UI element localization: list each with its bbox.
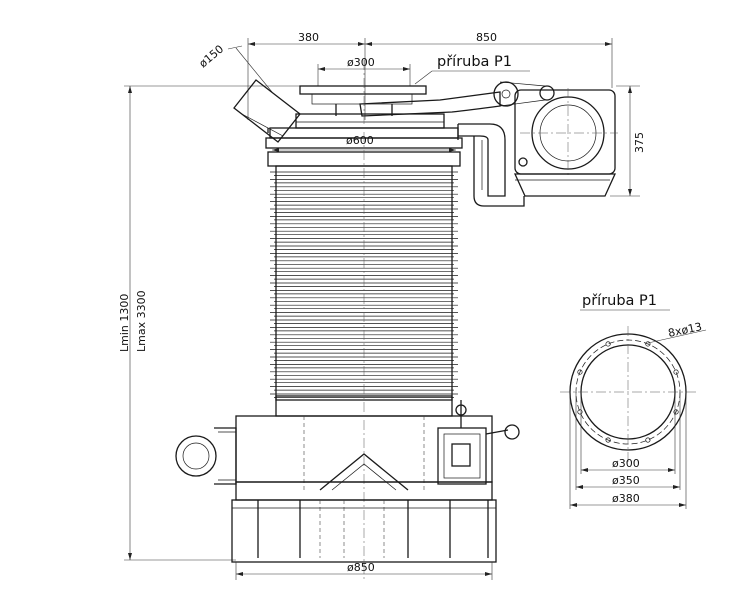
dim-850-label: 850 — [476, 31, 497, 44]
lower-body — [175, 60, 520, 582]
bolt-holes — [577, 341, 679, 443]
bolt-hole — [645, 341, 651, 347]
bellows-pleat — [270, 341, 458, 347]
length-min-label: Lmin 1300 — [118, 294, 131, 352]
bolt-hole — [577, 409, 583, 415]
dim-d150-label: ø150 — [197, 43, 227, 71]
dim-380-label: 380 — [298, 31, 319, 44]
dim-375-label: 375 — [633, 132, 646, 153]
inlet-pipe — [233, 79, 301, 143]
bottom-dimension: ø850 — [235, 561, 493, 580]
fan-motor-unit: 375 — [457, 81, 646, 207]
flange-label-top: příruba P1 — [437, 54, 512, 70]
bolt-hole — [673, 369, 679, 375]
bolt-hole — [673, 409, 679, 415]
holes-label: 8xø13 — [667, 320, 703, 340]
length-dimension: Lmin 1300 Lmax 3300 — [118, 85, 300, 561]
bellows-pleat — [270, 216, 458, 221]
flange-dimensions: ø300 ø350 ø380 — [569, 392, 687, 509]
dim-d850-label: ø850 — [347, 561, 375, 574]
flange-p1-detail: příruba P1 8xø13 ø300 ø350 ø380 — [560, 293, 707, 509]
bolt-hole — [605, 341, 611, 347]
dim-d380-flange-label: ø380 — [612, 492, 640, 505]
bolt-hole — [645, 437, 651, 443]
discharge-outlet — [295, 85, 501, 129]
dim-d300-flange-label: ø300 — [612, 457, 640, 470]
dim-d600-label: ø600 — [346, 134, 374, 147]
bolt-hole — [577, 369, 583, 375]
length-max-label: Lmax 3300 — [135, 290, 148, 352]
bolt-hole — [605, 437, 611, 443]
dim-d350-flange-label: ø350 — [612, 474, 640, 487]
top-dimensions: 380 850 ø300 ø150 příruba P1 — [197, 31, 613, 120]
dim-d300-top-label: ø300 — [347, 56, 375, 69]
flange-detail-title: příruba P1 — [582, 293, 657, 309]
